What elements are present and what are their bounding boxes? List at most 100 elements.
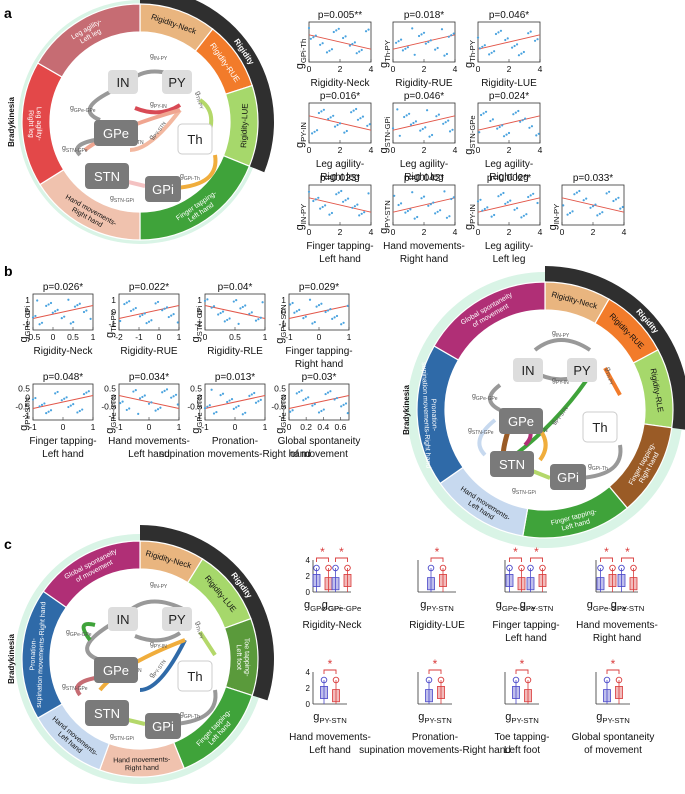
data-point bbox=[427, 204, 430, 207]
ring-segment bbox=[36, 3, 141, 78]
data-point bbox=[289, 410, 292, 413]
y-axis-label: gGPi-Th bbox=[294, 39, 308, 69]
y-axis-label: gGPe-STN bbox=[274, 304, 288, 343]
data-point bbox=[56, 390, 59, 394]
data-point bbox=[123, 302, 126, 306]
data-point bbox=[432, 201, 435, 204]
node-in: IN bbox=[513, 358, 543, 382]
data-point bbox=[311, 322, 314, 325]
x-axis-label: supination movements-Right hand bbox=[159, 449, 311, 460]
box bbox=[538, 574, 547, 587]
data-point bbox=[312, 36, 315, 39]
tick-label: 0 bbox=[233, 422, 238, 432]
data-point bbox=[482, 112, 485, 115]
tick-label: 0 bbox=[287, 422, 292, 432]
data-point bbox=[413, 217, 416, 220]
data-point bbox=[317, 411, 321, 414]
data-point bbox=[411, 191, 414, 194]
data-point bbox=[36, 299, 39, 302]
tick-label: 4 bbox=[538, 145, 543, 155]
tick-label: 0 bbox=[307, 145, 312, 155]
data-point bbox=[522, 214, 525, 217]
data-point bbox=[298, 390, 301, 394]
data-point bbox=[38, 405, 41, 408]
tick-label: 0 bbox=[25, 307, 30, 317]
data-point bbox=[346, 197, 350, 200]
ring-segment bbox=[433, 281, 546, 361]
data-point bbox=[525, 213, 528, 216]
fit-line bbox=[392, 197, 456, 213]
data-point bbox=[314, 198, 317, 201]
data-point bbox=[522, 50, 525, 54]
data-point bbox=[163, 389, 166, 392]
x-axis-label: Leg agility- bbox=[316, 159, 364, 170]
data-point bbox=[448, 130, 452, 133]
data-point bbox=[317, 196, 320, 199]
tick-label: -1 bbox=[194, 319, 202, 329]
data-point bbox=[430, 133, 434, 137]
outlier-point bbox=[313, 564, 320, 572]
p-value-label: p=0.046* bbox=[489, 10, 529, 21]
data-point bbox=[476, 36, 480, 39]
data-point bbox=[302, 317, 305, 320]
wheel-diagram-a: RigidityRigidity-NeckRigidity-RUERigidit… bbox=[7, 0, 274, 244]
data-point bbox=[527, 195, 530, 199]
p-value-label: p=0.042* bbox=[404, 173, 444, 184]
data-point bbox=[435, 115, 438, 118]
data-point bbox=[499, 29, 503, 32]
data-point bbox=[330, 48, 334, 51]
node-label: GPe bbox=[508, 414, 534, 429]
significance-bracket bbox=[323, 669, 337, 674]
data-point bbox=[119, 319, 122, 323]
tick-label: 4 bbox=[453, 64, 458, 74]
data-point bbox=[293, 311, 296, 314]
data-point bbox=[494, 32, 498, 36]
data-point bbox=[156, 300, 160, 304]
tick-label: 2 bbox=[507, 227, 512, 237]
x-axis-label: Finger tapping- bbox=[492, 620, 559, 631]
data-point bbox=[332, 114, 335, 117]
data-point bbox=[313, 320, 316, 324]
tick-label: 1 bbox=[347, 332, 352, 342]
significance-bracket bbox=[530, 557, 543, 562]
data-point bbox=[486, 206, 489, 209]
data-point bbox=[329, 308, 332, 311]
significance-star: * bbox=[611, 657, 616, 671]
data-point bbox=[417, 34, 421, 38]
x-axis-label: Left foot bbox=[504, 745, 540, 756]
data-point bbox=[215, 410, 218, 414]
data-point bbox=[60, 317, 63, 320]
data-point bbox=[315, 129, 319, 132]
data-point bbox=[420, 33, 423, 36]
data-point bbox=[422, 195, 426, 198]
x-axis-label: Finger tapping- bbox=[285, 346, 352, 357]
data-point bbox=[350, 111, 353, 114]
data-point bbox=[517, 54, 521, 57]
data-point bbox=[335, 396, 339, 400]
node-label: Th bbox=[592, 420, 607, 435]
data-point bbox=[132, 308, 135, 311]
data-point bbox=[307, 190, 311, 193]
box bbox=[596, 577, 605, 591]
data-point bbox=[406, 46, 409, 49]
x-axis-label: Right hand bbox=[295, 359, 343, 370]
svg-text:gIN-PY: gIN-PY bbox=[552, 330, 570, 339]
node-label: STN bbox=[499, 457, 525, 472]
box bbox=[439, 574, 447, 587]
data-point bbox=[230, 398, 234, 401]
data-point bbox=[529, 194, 532, 197]
node-th: Th bbox=[177, 660, 213, 692]
data-point bbox=[295, 392, 298, 395]
data-point bbox=[348, 44, 352, 47]
data-point bbox=[447, 119, 450, 122]
data-point bbox=[476, 200, 480, 203]
node-gpi: GPi bbox=[145, 713, 181, 739]
x-axis-label: Pronation- bbox=[412, 732, 458, 743]
data-point bbox=[619, 207, 622, 210]
tick-label: 2 bbox=[507, 145, 512, 155]
data-point bbox=[391, 127, 395, 130]
node-py: PY bbox=[162, 607, 192, 631]
x-axis-label: Right hand bbox=[400, 254, 448, 265]
